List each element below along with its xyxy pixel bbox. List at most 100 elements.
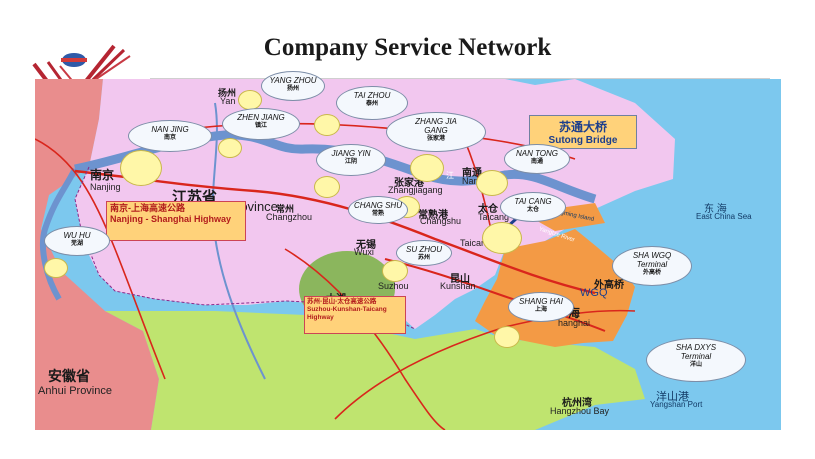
suzhou-highway-en: Suzhou-Kunshan-Taicang Highway xyxy=(307,306,387,321)
page-title: Company Service Network xyxy=(263,34,552,61)
callout-cn: 泰州 xyxy=(365,101,378,107)
callout-en: SHANG HAI xyxy=(518,297,563,306)
anhui-province-region xyxy=(35,79,159,430)
hangzhoubay-cn-label: 杭州湾 xyxy=(562,398,592,409)
jiangsu-en-label: rovince xyxy=(236,199,278,214)
jiang-label: 江 xyxy=(446,171,454,180)
changshu-cn-label: 常熟港 xyxy=(418,210,448,221)
zhangjiagang-cn-label: 张家港 xyxy=(394,178,424,189)
changzhou-en-label: Changzhou xyxy=(266,212,313,222)
callout-cn: 南京 xyxy=(163,135,176,141)
callout-wuhu[interactable]: WU HU 芜湖 xyxy=(44,226,110,256)
jiangyin-pin[interactable] xyxy=(314,176,340,198)
callout-cn: 芜湖 xyxy=(70,241,83,247)
callout-cn: 苏州 xyxy=(417,255,430,261)
title-divider xyxy=(150,78,770,79)
callout-en: NAN TONG xyxy=(515,149,559,158)
callout-cn: 太仓 xyxy=(526,207,539,213)
taicang-cn-label: 太仓 xyxy=(478,204,498,215)
kunshan-en-label: Kunshan xyxy=(440,281,476,291)
callout-cn: 洋山 xyxy=(689,362,702,368)
highway-west xyxy=(35,138,166,380)
zhenjiang-pin[interactable] xyxy=(218,138,242,158)
kunshan-cn-label: 昆山 xyxy=(450,274,470,285)
province-boundary xyxy=(74,166,416,330)
highway-suzhou-kunshan xyxy=(384,258,606,332)
callout-en: YANG ZHOU xyxy=(269,76,317,85)
sutong-bridge-label: 苏通大桥 Sutong Bridge xyxy=(529,115,637,149)
callout-en: JIANG YIN xyxy=(331,149,371,158)
callout-cn: 镇江 xyxy=(254,123,267,129)
callout-en: SHA DXYS Terminal xyxy=(675,343,717,361)
nantong-cn-label: 南通 xyxy=(462,168,482,179)
nanjing-shanghai-highway-label: 南京-上海高速公路 Nanjing - Shanghai Highway xyxy=(106,201,246,241)
nantong-pin[interactable] xyxy=(476,170,508,196)
sutong-bridge-cn: 苏通大桥 xyxy=(558,120,607,134)
changshu-en-label: Changshu xyxy=(420,216,462,226)
taizhou-pin[interactable] xyxy=(314,114,340,136)
taicang-pin[interactable] xyxy=(482,222,522,254)
callout-shanghai[interactable]: SHANG HAI 上海 xyxy=(508,292,574,322)
callout-en: CHANG SHU xyxy=(353,201,402,210)
callout-cn: 张家港 xyxy=(426,136,445,142)
changzhou-cn-label: 常州 xyxy=(276,204,295,214)
callout-cn: 常熟 xyxy=(371,211,384,217)
nanjing-cn-label: 南京 xyxy=(90,168,115,182)
yangzhou-en-label: Yan xyxy=(220,96,236,106)
callout-jiangyin[interactable]: JIANG YIN 江阴 xyxy=(316,144,386,176)
nantong-en-label: Nan xyxy=(462,176,479,186)
shanghai-en-label: hanghai xyxy=(558,318,591,328)
suzhou-en-label: Suzhou xyxy=(378,281,409,291)
callout-yangzhou[interactable]: YANG ZHOU 扬州 xyxy=(261,71,325,101)
nanjing-highway-cn: 南京-上海高速公路 xyxy=(110,203,185,213)
eastsea-cn-label: 东 海 xyxy=(704,204,727,215)
nanjing-en-label: Nanjing xyxy=(90,182,121,192)
anhui-cn-label: 安徽省 xyxy=(48,368,90,384)
callout-taizhou[interactable]: TAI ZHOU 泰州 xyxy=(336,86,408,120)
callout-en: SHA WGQ Terminal xyxy=(632,251,672,269)
suzhou-highway-cn: 苏州-昆山-太仓高速公路 xyxy=(307,298,377,305)
callout-zhenjiang[interactable]: ZHEN JIANG 镇江 xyxy=(222,108,300,140)
callout-sha-wgq[interactable]: SHA WGQ Terminal 外高桥 xyxy=(612,246,692,286)
callout-nanjing[interactable]: NAN JING 南京 xyxy=(128,120,212,152)
wuxi-en-label: Wuxi xyxy=(354,247,374,257)
yangzhou-pin[interactable] xyxy=(238,90,262,110)
taicang-en-label: Taicang xyxy=(478,212,510,222)
suzhou-pin[interactable] xyxy=(382,260,408,282)
yangtze-river-upper xyxy=(39,167,78,301)
yangshan-cn-label: 洋山港 xyxy=(656,391,689,403)
shanghai-municipality-region xyxy=(475,229,635,347)
wuxi-cn-label: 无锡 xyxy=(356,240,376,251)
callout-sha-dxys[interactable]: SHA DXYS Terminal 洋山 xyxy=(646,338,746,382)
callout-cn: 南通 xyxy=(530,159,543,165)
suzhou-kunshan-taicang-highway-label: 苏州-昆山-太仓高速公路 Suzhou-Kunshan-Taicang High… xyxy=(304,296,406,334)
wgq-cn-label: 外高桥 xyxy=(594,280,624,291)
nanjing-pin[interactable] xyxy=(120,150,162,186)
callout-en: TAI CANG xyxy=(514,197,552,206)
zhangjiagang-en-label: Zhangjiagang xyxy=(388,185,443,195)
zhangjiagang-pin[interactable] xyxy=(410,154,444,182)
callout-nantong[interactable]: NAN TONG 南通 xyxy=(504,144,570,174)
highway-diagonal xyxy=(284,248,446,430)
callout-cn: 外高桥 xyxy=(642,270,661,276)
callout-en: SU ZHOU xyxy=(406,245,442,254)
callout-cn: 江阴 xyxy=(344,159,357,165)
taicang2-en-label: Taican xyxy=(460,238,487,248)
wuhu-pin[interactable] xyxy=(44,258,68,278)
yangshan-en-label: Yangshan Port xyxy=(650,400,703,409)
callout-cn: 上海 xyxy=(534,307,547,313)
yangzhou-cn-label: 扬州 xyxy=(218,88,237,98)
wgq-en-label: WGQ xyxy=(580,287,608,299)
callout-changshu[interactable]: CHANG SHU 常熟 xyxy=(348,196,408,224)
anhui-en-label: Anhui Province xyxy=(38,385,112,397)
callout-cn: 扬州 xyxy=(286,86,299,92)
sutong-bridge-en: Sutong Bridge xyxy=(548,135,618,146)
callout-zhangjiagang[interactable]: ZHANG JIA GANG 张家港 xyxy=(386,112,486,152)
callout-en: TAI ZHOU xyxy=(353,91,391,100)
eastsea-en-label: East China Sea xyxy=(696,212,752,221)
callout-suzhou[interactable]: SU ZHOU 苏州 xyxy=(396,240,452,266)
callout-en: WU HU xyxy=(63,231,91,240)
chongming-island xyxy=(523,203,605,231)
shanghai-pin[interactable] xyxy=(494,326,520,348)
callout-taicang[interactable]: TAI CANG 太仓 xyxy=(500,192,566,222)
